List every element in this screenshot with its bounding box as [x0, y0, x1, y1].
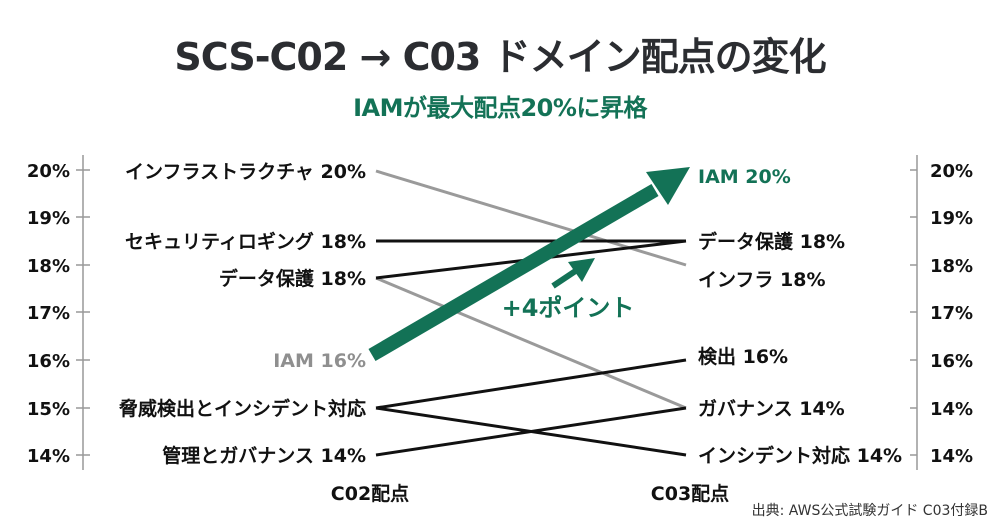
annotation-arrow [551, 258, 595, 289]
category-label-c03: C03配点 [651, 483, 729, 505]
left-tick-label: 15% [27, 399, 70, 420]
right-label-detect: 検出 16% [698, 345, 788, 368]
category-label-c02: C02配点 [331, 483, 409, 505]
left-axis: 20% 19% 18% 17% 16% 15% 14% [27, 155, 90, 470]
left-label-gov: 管理とガバナンス 14% [162, 444, 366, 467]
left-label-threat: 脅威検出とインシデント対応 [118, 397, 366, 420]
right-tick-label: 20% [930, 161, 973, 182]
right-tick-label: 17% [930, 303, 973, 324]
left-label-logging: セキュリティロギング 18% [125, 230, 366, 253]
right-tick-label: 16% [930, 351, 973, 372]
right-label-incident: インシデント対応 14% [698, 444, 902, 467]
right-tick-label: 14% [930, 446, 973, 467]
line-data-to-governance [375, 276, 687, 410]
left-tick-label: 17% [27, 303, 70, 324]
left-label-infra: インフラストラクチャ 20% [125, 161, 366, 183]
page-subtitle: IAMが最大配点20%に昇格 [353, 94, 647, 122]
left-tick-label: 20% [27, 161, 70, 182]
line-infra [375, 169, 687, 267]
right-tick-label: 19% [930, 208, 973, 229]
page-title: SCS-C02 → C03 ドメイン配点の変化 [174, 35, 826, 79]
slope-lines [375, 169, 687, 457]
left-tick-label: 16% [27, 351, 70, 372]
left-tick-label: 14% [27, 446, 70, 467]
right-tick-label: 18% [930, 256, 973, 277]
line-threat-to-detect [375, 358, 687, 410]
right-label-data: データ保護 18% [698, 230, 845, 253]
right-label-iam: IAM 20% [698, 166, 791, 188]
line-gov [375, 406, 687, 457]
iam-arrow [368, 167, 690, 362]
left-tick-label: 19% [27, 208, 70, 229]
source-note: 出典: AWS公式試験ガイド C03付録B [751, 503, 988, 519]
right-labels: IAM 20% データ保護 18% インフラ 18% 検出 16% ガバナンス … [698, 166, 902, 467]
left-labels: インフラストラクチャ 20% セキュリティロギング 18% データ保護 18% … [118, 161, 366, 467]
right-tick-label: 14% [930, 399, 973, 420]
left-label-data: データ保護 18% [219, 267, 366, 290]
left-tick-label: 18% [27, 256, 70, 277]
right-label-gov: ガバナンス 14% [698, 398, 845, 420]
left-label-iam: IAM 16% [273, 350, 366, 372]
right-axis: 20% 19% 18% 17% 16% 14% 14% [910, 155, 973, 470]
right-label-infra: インフラ 18% [698, 269, 826, 291]
change-annotation: +4ポイント [502, 294, 635, 322]
